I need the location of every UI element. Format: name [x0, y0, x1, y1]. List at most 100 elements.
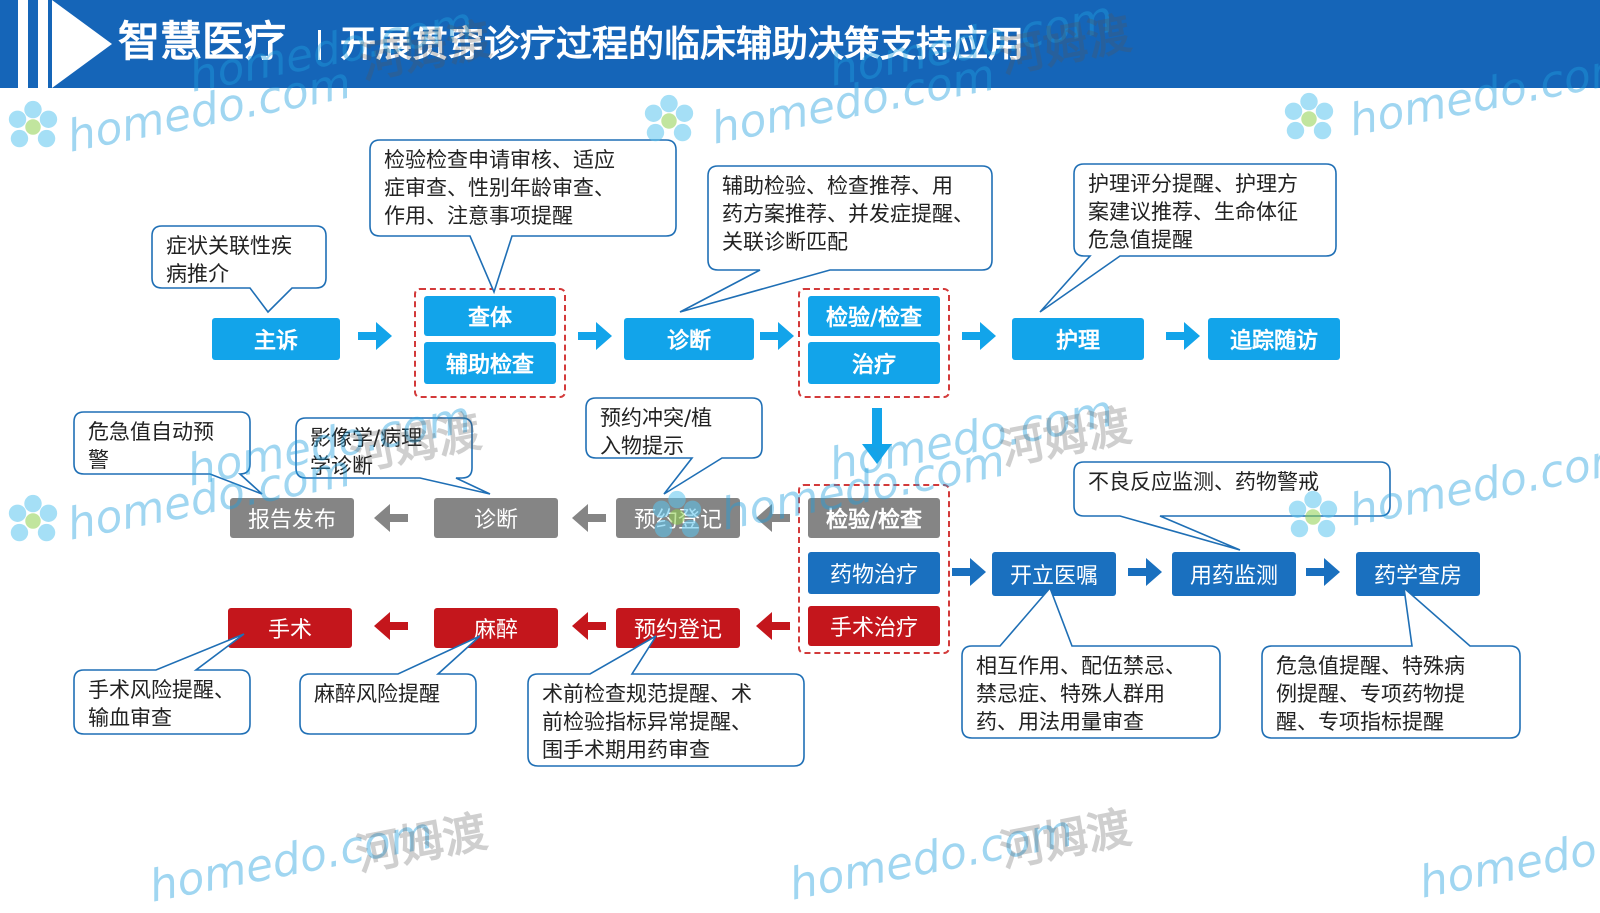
note-nursing-line: 危急值提醒	[1088, 228, 1193, 252]
note-exam-request-outline	[369, 139, 677, 295]
note-pharmacy-round-line: 危急值提醒、特殊病	[1276, 654, 1465, 678]
note-pharmacy-round-outline	[1261, 585, 1521, 739]
note-exam-request: 检验检查申请审核、适应症审查、性别年龄审查、作用、注意事项提醒	[370, 140, 676, 236]
note-nursing-line: 案建议推荐、生命体征	[1088, 200, 1298, 224]
note-complaint-outline	[151, 225, 327, 314]
note-diagnosis-line: 药方案推荐、并发症提醒、	[722, 202, 974, 226]
page-subtitle: 开展贯穿诊疗过程的临床辅助决策支持应用	[340, 24, 1025, 65]
arrow-down-icon	[862, 408, 892, 464]
note-nursing-line: 护理评分提醒、护理方	[1088, 172, 1298, 196]
header-bar: 智慧医疗 开展贯穿诊疗过程的临床辅助决策支持应用	[0, 0, 1600, 88]
note-report-line: 警	[88, 448, 109, 472]
note-nursing-outline	[1039, 163, 1337, 313]
node-pharmacy-round: 药学查房	[1356, 552, 1480, 596]
note-appointment-surgery-line: 前检验指标异常提醒、	[542, 710, 752, 734]
note-anesthesia: 麻醉风险提醒	[300, 674, 476, 734]
node-followup: 追踪随访	[1208, 318, 1340, 360]
node-surgery-treatment: 手术治疗	[808, 606, 940, 646]
note-appointment-outline	[585, 397, 763, 495]
node-drug-monitoring: 用药监测	[1172, 552, 1296, 596]
group-exam-aux	[414, 288, 566, 398]
watermark-flower-icon	[652, 490, 702, 538]
watermark-flower-icon	[8, 100, 58, 148]
note-complaint-line: 病推介	[166, 262, 229, 286]
note-order-line: 相互作用、配伍禁忌、	[976, 654, 1186, 678]
node-nursing: 护理	[1012, 318, 1144, 360]
note-imaging-line: 影像学/病理	[310, 426, 423, 450]
note-anesthesia-outline	[299, 635, 481, 735]
note-monitoring-outline	[1073, 461, 1391, 551]
node-prescription: 开立医嘱	[992, 552, 1116, 596]
arrow-left-icon	[756, 504, 790, 532]
arrow-right-icon	[1166, 322, 1200, 350]
arrow-right-icon	[1306, 558, 1340, 586]
note-nursing: 护理评分提醒、护理方案建议推荐、生命体征危急值提醒	[1074, 164, 1336, 256]
node-report-release: 报告发布	[230, 498, 354, 538]
note-order-line: 禁忌症、特殊人群用	[976, 682, 1165, 706]
note-imaging-line: 学诊断	[310, 454, 373, 478]
node-appointment-red: 预约登记	[616, 608, 740, 648]
note-report-outline	[73, 411, 263, 495]
node-lab-exam: 检验/检查	[808, 296, 940, 336]
note-order-outline	[961, 586, 1221, 739]
note-appointment-surgery-outline	[527, 635, 805, 767]
watermark-flower-icon	[644, 94, 694, 142]
note-surgery-line: 手术风险提醒、	[88, 678, 235, 702]
page-title: 智慧医疗	[118, 17, 287, 66]
note-pharmacy-round: 危急值提醒、特殊病例提醒、专项药物提醒、专项指标提醒	[1262, 646, 1520, 738]
note-monitoring-line: 不良反应监测、药物警戒	[1088, 470, 1319, 494]
note-appointment-surgery-line: 围手术期用药审查	[542, 738, 710, 762]
note-diagnosis-line: 辅助检验、检查推荐、用	[722, 174, 953, 198]
note-appointment-line: 预约冲突/植	[600, 406, 713, 430]
note-pharmacy-round-line: 例提醒、专项药物提	[1276, 682, 1465, 706]
note-order: 相互作用、配伍禁忌、禁忌症、特殊人群用药、用法用量审查	[962, 646, 1220, 738]
note-appointment-surgery-line: 术前检查规范提醒、术	[542, 682, 752, 706]
node-anesthesia: 麻醉	[434, 608, 558, 648]
note-surgery-outline	[73, 633, 251, 735]
node-physical-exam: 查体	[424, 296, 556, 336]
note-exam-request-line: 检验检查申请审核、适应	[384, 148, 615, 172]
note-report-line: 危急值自动预	[88, 420, 214, 444]
note-monitoring: 不良反应监测、药物警戒	[1074, 462, 1390, 516]
arrow-left-icon	[756, 612, 790, 640]
note-imaging-outline	[295, 417, 491, 495]
watermark-flower-icon	[8, 494, 58, 542]
arrow-right-icon	[952, 558, 986, 586]
header-separator	[318, 30, 321, 60]
arrow-right-icon	[1128, 558, 1162, 586]
node-aux-exam: 辅助检查	[424, 342, 556, 384]
note-surgery: 手术风险提醒、输血审查	[74, 670, 250, 734]
note-exam-request-line: 作用、注意事项提醒	[384, 204, 573, 228]
watermark-flower-icon	[1284, 92, 1334, 140]
header-stripe-2	[38, 0, 48, 88]
note-surgery-line: 输血审查	[88, 706, 172, 730]
arrow-right-icon	[578, 322, 612, 350]
note-diagnosis-line: 关联诊断匹配	[722, 230, 848, 254]
node-surgery: 手术	[228, 608, 352, 648]
note-complaint-line: 症状关联性疾	[166, 234, 292, 258]
node-complaint: 主诉	[212, 318, 340, 360]
note-report: 危急值自动预警	[74, 412, 250, 474]
note-diagnosis-outline	[679, 165, 993, 313]
arrow-left-icon	[374, 504, 408, 532]
node-diagnosis: 诊断	[624, 318, 754, 360]
arrow-left-icon	[572, 504, 606, 532]
note-complaint: 症状关联性疾病推介	[152, 226, 326, 288]
note-diagnosis: 辅助检验、检查推荐、用药方案推荐、并发症提醒、关联诊断匹配	[708, 166, 992, 270]
node-treatment: 治疗	[808, 342, 940, 384]
watermark-flower-icon	[1288, 490, 1338, 538]
note-pharmacy-round-line: 醒、专项指标提醒	[1276, 710, 1444, 734]
header-arrow-icon	[52, 0, 112, 88]
arrow-left-icon	[374, 612, 408, 640]
note-appointment-surgery: 术前检查规范提醒、术前检验指标异常提醒、围手术期用药审查	[528, 674, 804, 766]
arrow-right-icon	[760, 322, 794, 350]
note-appointment: 预约冲突/植入物提示	[586, 398, 762, 458]
group-treatment-paths	[798, 484, 950, 654]
node-drug-therapy: 药物治疗	[808, 552, 940, 594]
note-anesthesia-line: 麻醉风险提醒	[314, 682, 440, 706]
note-imaging: 影像学/病理学诊断	[296, 418, 472, 478]
arrow-right-icon	[358, 322, 392, 350]
note-exam-request-line: 症审查、性别年龄审查、	[384, 176, 615, 200]
